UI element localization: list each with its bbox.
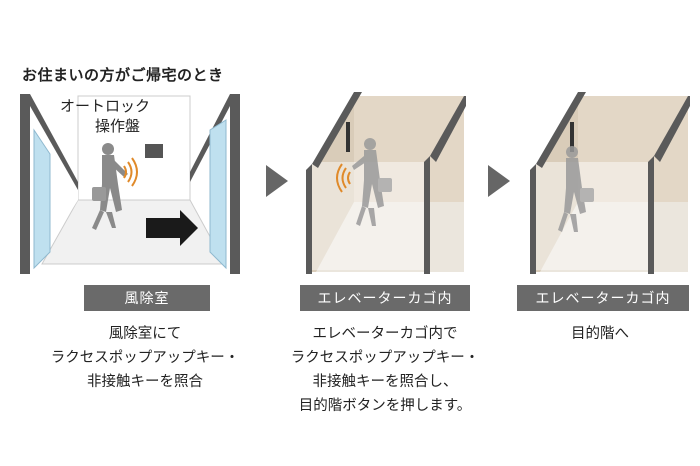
description-line: ラクセスポップアップキー・ [290,350,480,366]
contactless-signal-icon [123,157,138,187]
glass-door-right [209,119,227,270]
step-description-elevator-destination: 目的階へ [500,322,700,346]
woman-figure-icon [92,143,128,230]
description-line: 非接触キーを照合し、 [312,374,458,390]
chevron-right-icon [488,165,510,197]
page-heading: お住まいの方がご帰宅のとき [22,66,224,84]
vestibule-scene [20,94,240,274]
direction-arrow-icon [146,210,198,246]
contactless-signal-icon [336,163,351,193]
description-line: 目的階ボタンを押します。 [298,398,472,414]
woman-figure-icon [558,146,594,232]
autolock-label: オートロック [60,97,151,115]
step-description-elevator-auth: エレベーターカゴ内で ラクセスポップアップキー・ 非接触キーを照合し、 目的階ボ… [260,322,510,418]
autolock-panel [145,144,163,158]
step-description-vestibule: 風除室にて ラクセスポップアップキー・ 非接触キーを照合 [20,322,270,394]
step-label-vestibule: 風除室 [84,285,210,311]
glass-door-left [33,128,51,270]
description-line: 風除室にて [108,326,182,342]
chevron-right-icon [266,165,288,197]
step-label-elevator-destination: エレベーターカゴ内 [517,285,689,311]
description-line: ラクセスポップアップキー・ [50,350,240,366]
description-line: エレベーターカゴ内で [312,326,458,342]
panel-label: 操作盤 [95,117,141,135]
woman-figure-icon [352,138,392,226]
elevator-scene-auth [306,92,466,274]
description-line: 目的階へ [571,326,629,342]
description-line: 非接触キーを照合 [87,374,203,390]
step-label-elevator-auth: エレベーターカゴ内 [300,285,470,311]
elevator-scene-destination [530,92,690,274]
